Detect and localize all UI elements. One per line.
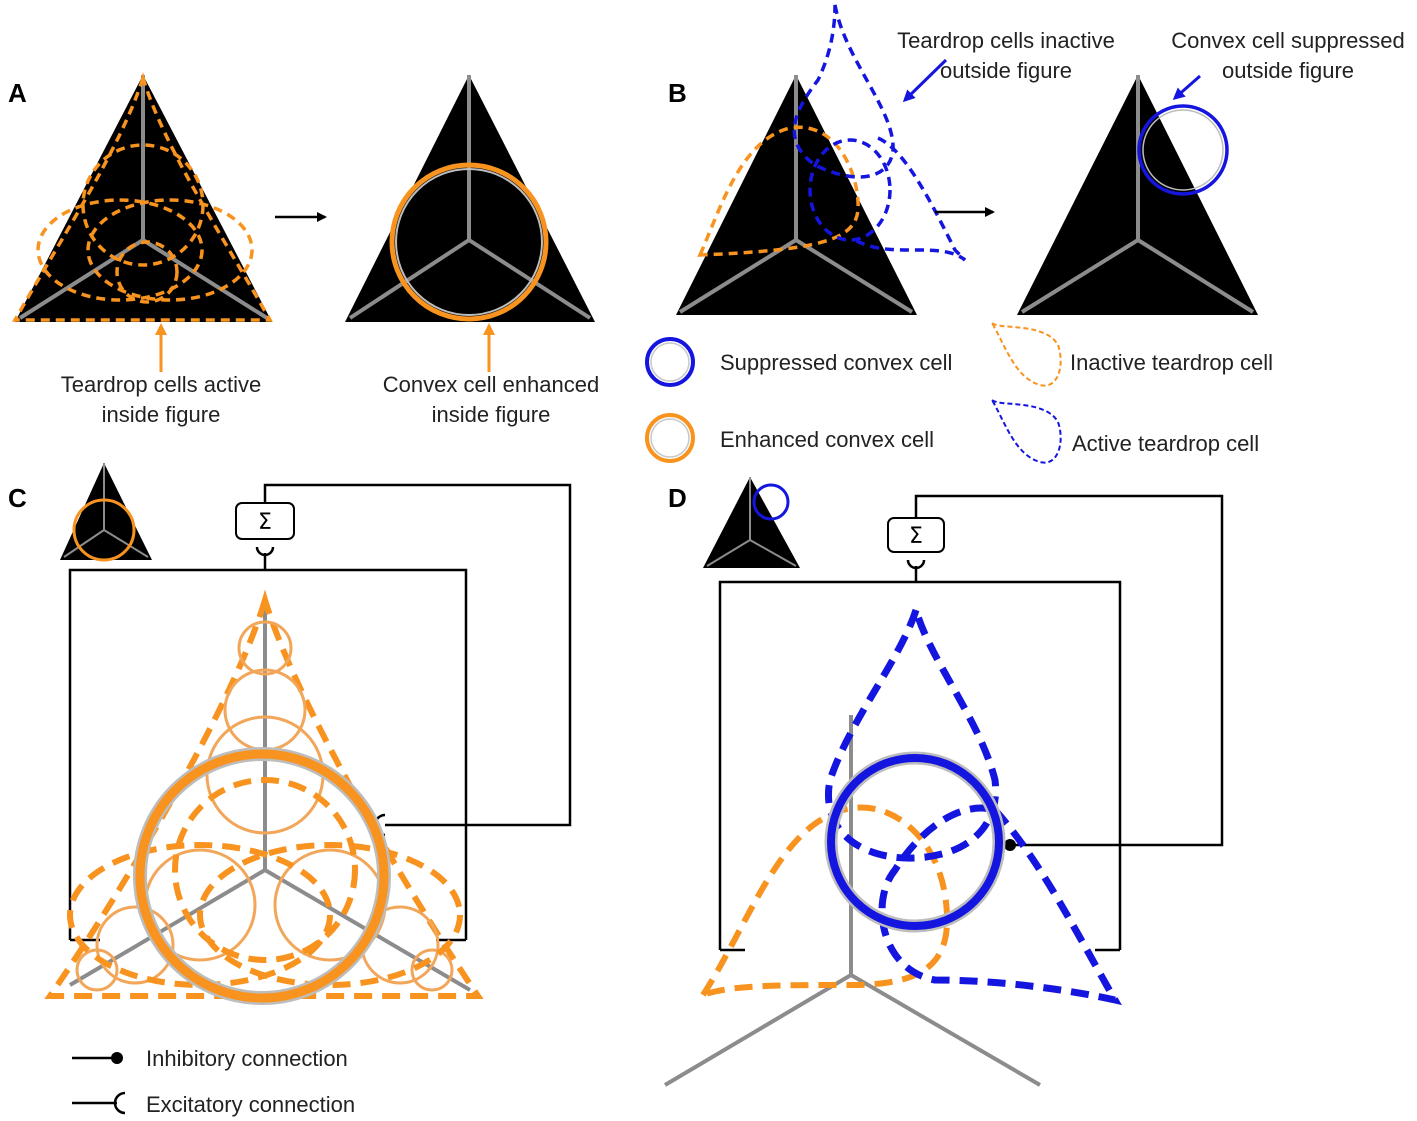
legend-inactive-teardrop-label: Inactive teardrop cell (1070, 350, 1273, 375)
inactive-teardrop-cell (825, 597, 1000, 862)
blue-arrow (1172, 74, 1201, 100)
teardrop-cell-outline (12, 72, 273, 322)
blue-arrow (902, 58, 948, 103)
annotation-teardrop-active-1: Teardrop cells active (61, 372, 262, 397)
teardrop-cell (172, 777, 358, 963)
annotation-teardrop-inactive-1: Teardrop cells inactive (897, 28, 1115, 53)
teardrop-cell (115, 240, 179, 304)
active-teardrop-cell (697, 125, 860, 257)
inactive-teardrop-cell (854, 136, 967, 262)
teardrop-cell (197, 842, 463, 988)
annotation-convex-suppressed-1: Convex cell suppressed (1171, 28, 1405, 53)
enhanced-convex-cell (135, 749, 389, 1003)
legend-suppressed-convex-swatch (645, 337, 695, 387)
convex-cell (95, 905, 175, 985)
panel-b-right-figure (1017, 74, 1258, 315)
panel-c-thumbnail (60, 463, 152, 562)
convex-cell (75, 948, 119, 992)
legend-inhibitory-label: Inhibitory connection (146, 1046, 348, 1071)
excitatory-connection-symbol (113, 1091, 126, 1115)
active-teardrop-cell (695, 804, 951, 1001)
medial-axis-branch (794, 238, 914, 314)
annotation-teardrop-inactive-2: outside figure (940, 58, 1072, 83)
panel-b-left-figure (676, 4, 967, 315)
annotation-teardrop-active-2: inside figure (102, 402, 221, 427)
convex-cell-halo (395, 168, 543, 316)
sum-symbol: Σ (909, 524, 923, 549)
legend-suppressed-convex-label: Suppressed convex cell (720, 350, 952, 375)
input-wire (68, 568, 468, 940)
convex-cell (237, 620, 293, 676)
inhibitory-connection-symbol (111, 1052, 123, 1064)
panel-label-a: A (8, 78, 27, 108)
medial-axis-branch (348, 238, 471, 320)
legend-enhanced-convex-label: Enhanced convex cell (720, 427, 934, 452)
inhibitory-synapse (1004, 839, 1016, 851)
medial-axis-branch (141, 238, 269, 320)
convex-cell (410, 948, 454, 992)
annotation-convex-suppressed-2: outside figure (1222, 58, 1354, 83)
teardrop-cell (36, 198, 204, 302)
panel-a-right-figure (345, 75, 595, 372)
panel-c-figure (44, 589, 484, 1005)
thumbnail-convex-cell (72, 498, 136, 562)
medial-axis-branch (849, 973, 1042, 1087)
inactive-teardrop-cell (878, 804, 1122, 1006)
panel-label-b: B (668, 78, 687, 108)
panel-d-figure (663, 597, 1122, 1087)
panel-d-thumbnail (703, 477, 800, 568)
teardrop-cell (67, 842, 333, 988)
enhanced-convex-cell (389, 162, 549, 322)
legend-active-teardrop-swatch (991, 399, 1062, 464)
medial-axis-branch (467, 238, 592, 320)
panel-d-circuit: Σ (718, 494, 1224, 952)
annotation-convex-enhanced-2: inside figure (432, 402, 551, 427)
legend-active-teardrop-label: Active teardrop cell (1072, 431, 1259, 456)
convex-cell-halo (1142, 109, 1224, 191)
connection-legend: Inhibitory connection Excitatory connect… (72, 1046, 355, 1117)
cell-legend: Suppressed convex cell Enhanced convex c… (645, 322, 1273, 464)
legend-excitatory-label: Excitatory connection (146, 1092, 355, 1117)
teardrop-cell-outline (44, 589, 484, 999)
medial-axis-branch (1020, 238, 1140, 314)
teardrop-cell (86, 198, 254, 302)
panel-c-circuit: Σ (68, 483, 572, 942)
panel-a-left-figure (12, 72, 273, 372)
input-wire (718, 580, 1122, 950)
panel-label-c: C (8, 483, 27, 513)
suppressed-convex-cell (1137, 104, 1229, 196)
thumbnail-convex-cell (752, 483, 790, 521)
medial-axis-branch (678, 238, 798, 314)
panel-label-d: D (668, 483, 687, 513)
medial-axis-branch (1136, 238, 1255, 314)
annotation-convex-enhanced-1: Convex cell enhanced (383, 372, 599, 397)
inactive-teardrop-cell (808, 138, 892, 242)
feedback-wire (914, 494, 1224, 847)
inactive-teardrop-cell (792, 4, 895, 179)
legend-enhanced-convex-swatch (645, 413, 695, 463)
medial-axis-branch (663, 973, 853, 1087)
feedback-wire (263, 483, 572, 827)
sum-symbol: Σ (258, 510, 272, 535)
suppressed-convex-cell (827, 754, 1003, 930)
legend-inactive-teardrop-swatch (991, 322, 1062, 387)
